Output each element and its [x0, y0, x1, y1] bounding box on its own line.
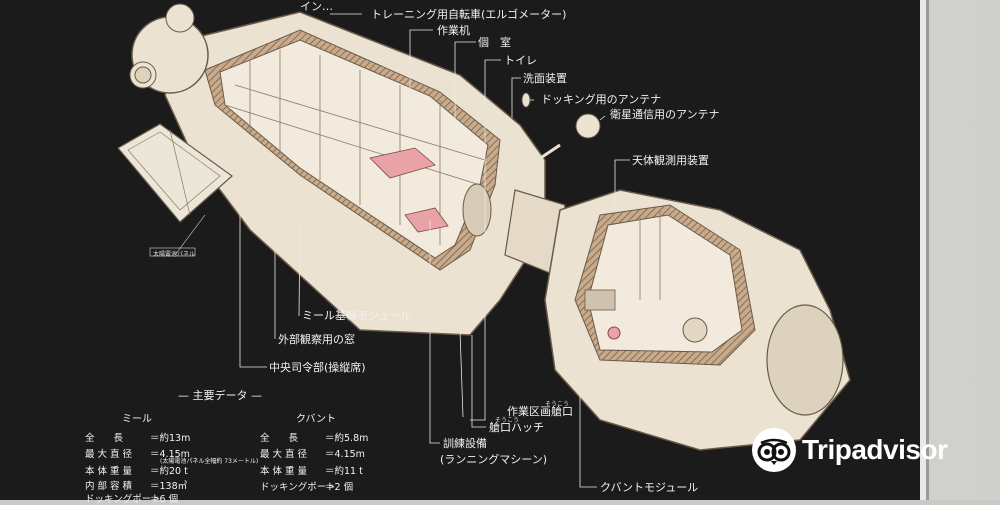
- label-kvant-module: クバントモジュール: [600, 481, 698, 494]
- label-ergometer: トレーニング用自転車(エルゴメーター): [371, 8, 566, 21]
- kvant-row-length: 全 長＝約5.8m: [260, 430, 368, 444]
- label-workstation: 作業机: [437, 24, 470, 37]
- kvant-row-docking: ドッキングポート＝2 個: [260, 479, 353, 493]
- kvant-module: [545, 190, 850, 450]
- mir-row-volume: 内 部 容 積＝138㎥: [85, 478, 187, 492]
- tripadvisor-owl-icon: [752, 428, 796, 472]
- label-mir-base: ミール基幹モジュール: [302, 309, 411, 322]
- label-training: 訓練設備: [443, 437, 487, 450]
- label-central-command: 中央司令部(操縦席): [269, 361, 366, 374]
- label-satellite-antenna: 衛星通信用のアンテナ: [610, 108, 720, 121]
- label-astro-device: 天体観測用装置: [632, 154, 709, 167]
- data-table-title: — 主要データ —: [178, 387, 262, 403]
- label-solar-panel: 太陽電池パネル: [153, 248, 195, 261]
- docking-antenna-icon: [522, 93, 530, 107]
- tripadvisor-watermark: Tripadvisor: [752, 428, 947, 472]
- label-washbasin: 洗面装置: [523, 72, 567, 85]
- tripadvisor-wordmark: Tripadvisor: [802, 434, 947, 466]
- mir-row-length: 全 長＝約13m: [85, 430, 190, 444]
- mir-header: ミール: [122, 410, 152, 425]
- label-hatch: 艙口ハッチ: [489, 421, 544, 434]
- label-docking-antenna: ドッキング用のアンテナ: [541, 93, 661, 106]
- label-toilet: トイレ: [504, 54, 537, 67]
- mir-row-docking: ドッキングポート＝6 個: [85, 491, 178, 505]
- label-top-cut: イン…: [300, 0, 333, 13]
- kvant-row-weight: 本 体 重 量＝約11 t: [260, 463, 363, 477]
- mir-row-weight: 本 体 重 量＝約20 t: [85, 463, 188, 477]
- kvant-header: クバント: [296, 410, 336, 425]
- satellite-antenna-icon: [576, 114, 600, 138]
- label-window: 外部観察用の窓: [278, 333, 355, 346]
- label-running: (ランニングマシーン): [440, 453, 547, 466]
- label-private-room: 個 室: [478, 36, 511, 49]
- kvant-row-diameter: 最 大 直 径＝4.15m: [260, 446, 365, 460]
